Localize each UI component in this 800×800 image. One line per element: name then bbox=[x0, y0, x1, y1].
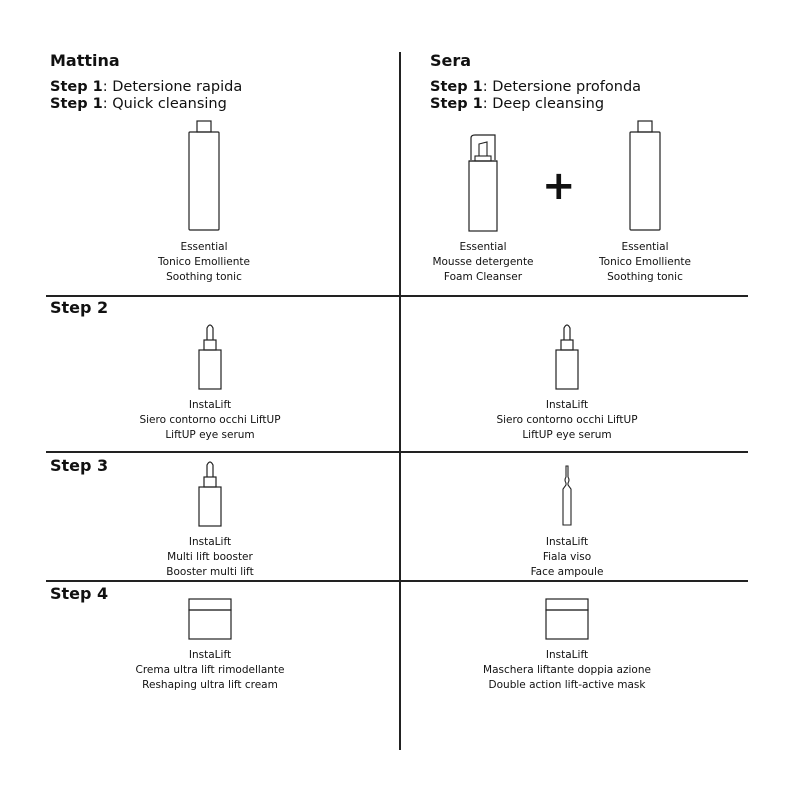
evening-step1-it: Step 1: Detersione profonda bbox=[430, 79, 642, 95]
product-brand: Essential bbox=[180, 241, 228, 253]
product-morning-step1: Essential Tonico Emolliente Soothing ton… bbox=[104, 120, 304, 285]
dropper-bottle-icon bbox=[198, 461, 222, 527]
product-name-it: Fiala viso bbox=[542, 551, 592, 563]
dropper-bottle-icon bbox=[555, 324, 579, 390]
product-brand: InstaLift bbox=[188, 649, 232, 661]
product-brand: InstaLift bbox=[545, 536, 589, 548]
product-name-it: Tonico Emolliente bbox=[599, 256, 691, 268]
product-evening-step1-tonic: Essential Tonico Emolliente Soothing ton… bbox=[545, 120, 745, 285]
step2-label: Step 2 bbox=[50, 298, 109, 317]
product-brand: InstaLift bbox=[545, 399, 589, 411]
foam-pump-icon bbox=[468, 134, 498, 232]
product-name-it: Tonico Emolliente bbox=[158, 256, 250, 268]
product-name-it: Multi lift booster bbox=[167, 551, 253, 563]
morning-title: Mattina bbox=[50, 51, 120, 70]
row-divider-step3 bbox=[46, 451, 748, 453]
product-evening-step4: InstaLift Maschera liftante doppia azion… bbox=[467, 598, 667, 693]
product-name-en: Soothing tonic bbox=[166, 271, 242, 283]
product-name-en: Booster multi lift bbox=[166, 566, 254, 578]
product-name-en: Soothing tonic bbox=[607, 271, 683, 283]
product-name-it: Siero contorno occhi LiftUP bbox=[139, 414, 281, 426]
product-brand: Essential bbox=[621, 241, 669, 253]
column-divider bbox=[399, 52, 401, 750]
row-divider-step4 bbox=[46, 580, 748, 582]
dropper-bottle-icon bbox=[198, 324, 222, 390]
plus-icon: + bbox=[542, 163, 576, 209]
product-brand: InstaLift bbox=[188, 399, 232, 411]
product-brand: InstaLift bbox=[188, 536, 232, 548]
product-name-en: LiftUP eye serum bbox=[522, 429, 612, 441]
evening-title: Sera bbox=[430, 51, 472, 70]
product-name-it: Siero contorno occhi LiftUP bbox=[496, 414, 638, 426]
product-brand: Essential bbox=[459, 241, 507, 253]
cream-jar-icon bbox=[188, 598, 232, 640]
product-morning-step2: InstaLift Siero contorno occhi LiftUP Li… bbox=[110, 322, 310, 443]
product-name-it: Crema ultra lift rimodellante bbox=[135, 664, 285, 676]
morning-step1-it: Step 1: Detersione rapida bbox=[50, 79, 243, 95]
product-evening-step2: InstaLift Siero contorno occhi LiftUP Li… bbox=[467, 322, 667, 443]
cream-jar-icon bbox=[545, 598, 589, 640]
product-evening-step1-foam: Essential Mousse detergente Foam Cleanse… bbox=[383, 134, 583, 285]
bottle-icon bbox=[629, 120, 661, 231]
row-divider-step2 bbox=[46, 295, 748, 297]
step4-label: Step 4 bbox=[50, 584, 109, 603]
product-morning-step3: InstaLift Multi lift booster Booster mul… bbox=[110, 459, 310, 580]
product-name-en: Foam Cleanser bbox=[443, 271, 523, 283]
product-name-it: Mousse detergente bbox=[432, 256, 534, 268]
product-brand: InstaLift bbox=[545, 649, 589, 661]
evening-step1-en: Step 1: Deep cleansing bbox=[430, 96, 605, 112]
bottle-icon bbox=[188, 120, 220, 231]
product-evening-step3: InstaLift Fiala viso Face ampoule bbox=[467, 465, 667, 580]
step3-label: Step 3 bbox=[50, 456, 109, 475]
product-name-en: Reshaping ultra lift cream bbox=[142, 679, 278, 691]
product-name-en: LiftUP eye serum bbox=[165, 429, 255, 441]
product-name-it: Maschera liftante doppia azione bbox=[483, 664, 651, 676]
morning-step1-en: Step 1: Quick cleansing bbox=[50, 96, 227, 112]
product-name-en: Face ampoule bbox=[530, 566, 604, 578]
ampoule-icon bbox=[562, 465, 572, 526]
product-morning-step4: InstaLift Crema ultra lift rimodellante … bbox=[110, 598, 310, 693]
product-name-en: Double action lift-active mask bbox=[488, 679, 646, 691]
